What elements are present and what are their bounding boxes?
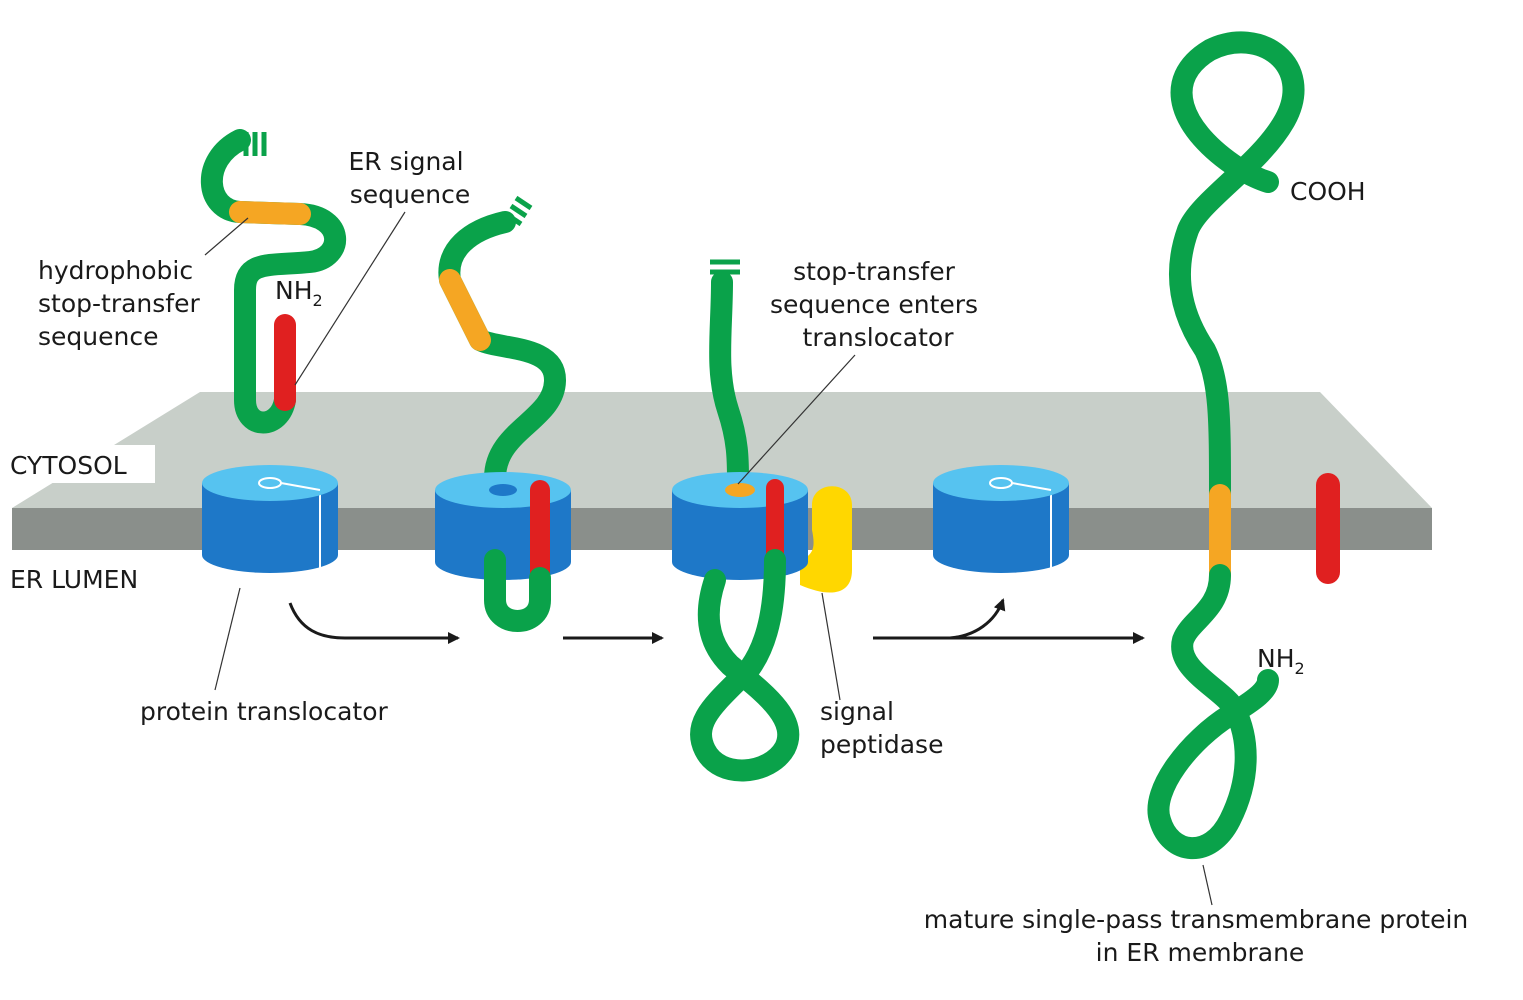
label-hydrophobic-stop-transfer: hydrophobic stop-transfer sequence	[38, 256, 208, 351]
stage1-stop-transfer	[229, 201, 311, 225]
er-lumen-label: ER LUMEN	[10, 565, 138, 594]
translocator2-pore	[489, 484, 517, 496]
label-stop-transfer-enters: stop-transfer sequence enters translocat…	[770, 257, 986, 352]
process-arrows	[288, 598, 1145, 644]
label-nh2-start: NH2	[275, 276, 323, 310]
mature-chain-cytosolic	[1168, 31, 1305, 506]
protein-translocator-1	[202, 465, 338, 573]
translocator4-top	[933, 465, 1069, 501]
protein-translocator-3	[672, 472, 808, 580]
label-mature-protein: mature single-pass transmembrane protein…	[924, 905, 1476, 967]
stage-1-nascent-chain	[200, 129, 346, 434]
stage2-break-marks	[504, 195, 533, 227]
arrow-4-translocator-returns	[949, 598, 1006, 640]
stage2-chain-lower	[484, 549, 551, 632]
cytosol-label-bg	[0, 445, 155, 483]
stage1-chain	[200, 129, 346, 434]
stage2-chain-upper	[438, 211, 566, 489]
stage3-chain-lower	[690, 549, 800, 782]
translocator4-side	[933, 483, 1069, 573]
leader-lines	[204, 211, 1213, 906]
stage-2-lumen-loop	[484, 480, 551, 632]
stage-2-translocation	[438, 195, 566, 489]
signal-peptidase	[800, 486, 852, 593]
signal-peptidase-shape	[800, 486, 852, 593]
label-cooh: COOH	[1290, 177, 1366, 206]
label-protein-translocator: protein translocator	[140, 697, 388, 726]
label-signal-peptidase: signal peptidase	[820, 697, 943, 759]
translocator1-side	[202, 483, 338, 573]
mature-transmembrane-protein	[1147, 31, 1305, 860]
mature-chain-lumenal	[1147, 564, 1279, 860]
stage3-break-marks	[710, 259, 740, 275]
label-nh2-final: NH2	[1257, 644, 1305, 678]
protein-translocator-4	[933, 465, 1069, 573]
stage-3-lumen-loop	[690, 479, 800, 782]
translocator1-top	[202, 465, 338, 501]
stage1-break-marks	[243, 132, 267, 156]
cytosol-label: CYTOSOL	[10, 451, 127, 480]
translocator3-pore	[725, 483, 755, 497]
arrow-1	[288, 602, 460, 644]
membrane-top-surface	[12, 392, 1432, 508]
stage-3-stop-transfer-enters	[709, 259, 749, 491]
stage2-stop-transfer	[439, 269, 491, 351]
stage3-chain-upper	[709, 271, 749, 491]
label-er-signal-sequence: ER signal sequence	[348, 147, 471, 209]
